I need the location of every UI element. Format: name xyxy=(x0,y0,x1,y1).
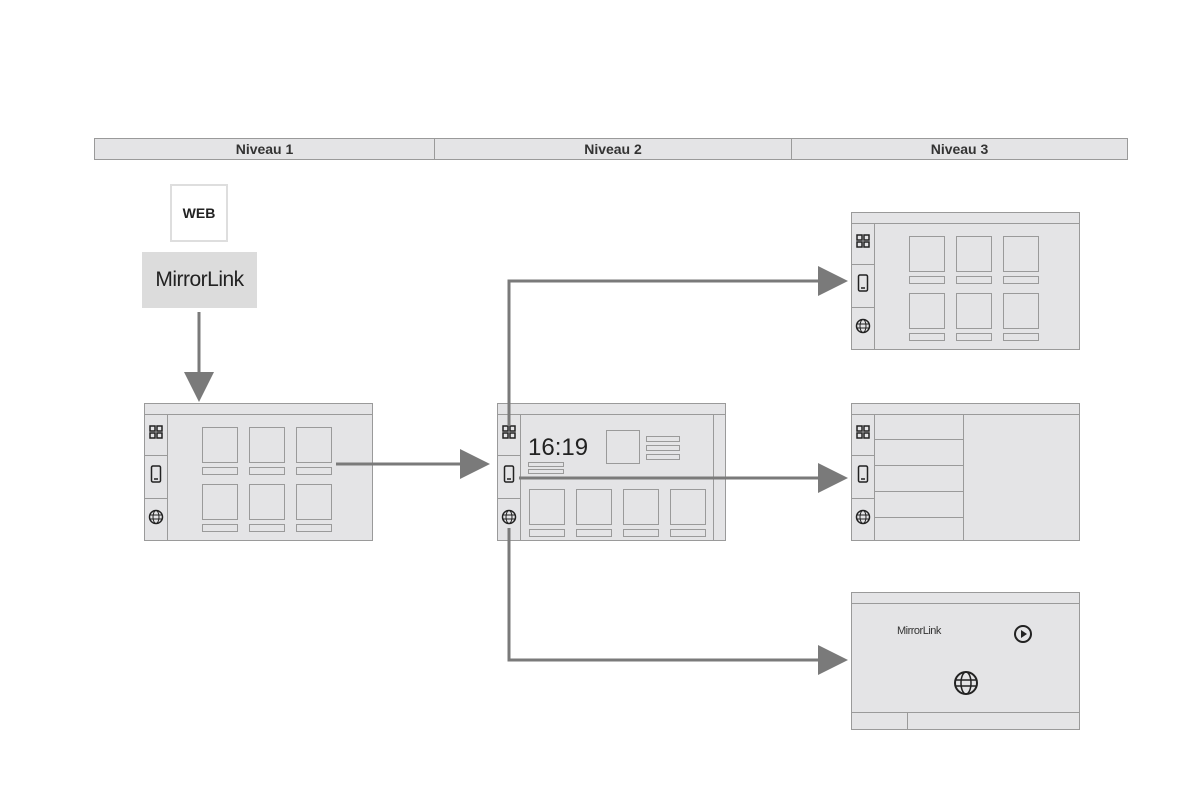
app-tile-caption xyxy=(529,529,565,537)
list-row-divider xyxy=(874,517,963,518)
sidebar-slot-phone[interactable] xyxy=(145,456,167,499)
app-tile-caption xyxy=(909,276,945,284)
level3-list-screen[interactable] xyxy=(851,403,1080,541)
app-tile[interactable] xyxy=(956,236,992,272)
screen-topbar xyxy=(498,404,725,415)
phone-icon[interactable] xyxy=(503,465,515,488)
header-level-3: Niveau 3 xyxy=(930,141,989,157)
globe-icon[interactable] xyxy=(501,509,517,530)
play-circle-icon[interactable] xyxy=(1012,623,1034,650)
screen-sidebar xyxy=(145,414,168,540)
app-tile-caption xyxy=(249,524,285,532)
media-thumbnail xyxy=(606,430,640,464)
app-tile[interactable] xyxy=(202,484,238,520)
app-tile[interactable] xyxy=(296,484,332,520)
list-row-divider xyxy=(874,465,963,466)
list-divider xyxy=(963,414,964,540)
list-row-divider xyxy=(874,439,963,440)
app-tile[interactable] xyxy=(623,489,659,525)
app-tile[interactable] xyxy=(249,427,285,463)
app-tile[interactable] xyxy=(670,489,706,525)
media-line xyxy=(646,445,680,451)
sidebar-slot-phone[interactable] xyxy=(852,456,874,499)
app-tile[interactable] xyxy=(576,489,612,525)
app-tile-caption xyxy=(576,529,612,537)
mirrorlink-logo: MirrorLink xyxy=(155,268,244,291)
screen-topbar xyxy=(852,404,1079,415)
level-header: Niveau 1 Niveau 2 Niveau 3 xyxy=(94,138,1128,160)
app-tile-caption xyxy=(202,524,238,532)
app-tile-caption xyxy=(296,524,332,532)
screen-sidebar xyxy=(852,223,875,349)
phone-icon[interactable] xyxy=(857,465,869,488)
bottom-bar-divider xyxy=(852,712,1079,713)
sidebar-slot-apps[interactable] xyxy=(852,414,874,457)
screen-topbar xyxy=(145,404,372,415)
app-tile-caption xyxy=(296,467,332,475)
app-tile[interactable] xyxy=(1003,293,1039,329)
panel-divider xyxy=(713,414,714,540)
app-tile[interactable] xyxy=(202,427,238,463)
sidebar-slot-apps[interactable] xyxy=(852,223,874,266)
app-tile[interactable] xyxy=(956,293,992,329)
clock-subline xyxy=(528,469,564,474)
phone-icon[interactable] xyxy=(857,274,869,297)
list-row-divider xyxy=(874,491,963,492)
globe-icon[interactable] xyxy=(952,669,980,702)
sidebar-slot-web[interactable] xyxy=(498,499,520,540)
arrow-web-to-level3 xyxy=(507,528,848,675)
header-level-1: Niveau 1 xyxy=(95,139,435,159)
mirrorlink-badge[interactable]: MirrorLink xyxy=(142,252,257,308)
app-tile-caption xyxy=(1003,276,1039,284)
mirrorlink-logo[interactable]: MirrorLink xyxy=(897,625,941,637)
sidebar-slot-apps[interactable] xyxy=(145,414,167,457)
web-badge[interactable]: WEB xyxy=(170,184,228,242)
sidebar-slot-web[interactable] xyxy=(852,499,874,540)
app-tile[interactable] xyxy=(909,293,945,329)
app-tile-caption xyxy=(623,529,659,537)
web-label: WEB xyxy=(182,205,216,221)
sidebar-slot-web[interactable] xyxy=(852,308,874,349)
app-tile[interactable] xyxy=(529,489,565,525)
screen-sidebar xyxy=(852,414,875,540)
app-tile[interactable] xyxy=(1003,236,1039,272)
level2-screen[interactable]: 16:19 xyxy=(497,403,726,541)
sidebar-slot-apps[interactable] xyxy=(498,414,520,457)
media-line xyxy=(646,436,680,442)
level3-mirrorlink-screen[interactable]: MirrorLink xyxy=(851,592,1080,730)
screen-sidebar xyxy=(498,414,521,540)
phone-icon[interactable] xyxy=(150,465,162,488)
app-tile-caption xyxy=(202,467,238,475)
clock: 16:19 xyxy=(528,434,589,461)
sidebar-slot-web[interactable] xyxy=(145,499,167,540)
grid-icon[interactable] xyxy=(856,425,870,444)
globe-icon[interactable] xyxy=(855,509,871,530)
globe-icon[interactable] xyxy=(855,318,871,339)
app-tile-caption xyxy=(956,333,992,341)
media-line xyxy=(646,454,680,460)
header-level-2: Niveau 2 xyxy=(435,139,792,159)
app-tile-caption xyxy=(249,467,285,475)
screen-topbar xyxy=(852,213,1079,224)
app-tile[interactable] xyxy=(909,236,945,272)
app-tile-caption xyxy=(670,529,706,537)
grid-icon[interactable] xyxy=(856,234,870,253)
grid-icon[interactable] xyxy=(149,425,163,444)
app-tile-caption xyxy=(909,333,945,341)
level3-apps-screen[interactable] xyxy=(851,212,1080,350)
clock-subline xyxy=(528,462,564,467)
sidebar-slot-phone[interactable] xyxy=(852,265,874,308)
app-tile-caption xyxy=(1003,333,1039,341)
screen-topbar xyxy=(852,593,1079,604)
app-tile[interactable] xyxy=(296,427,332,463)
app-tile-caption xyxy=(956,276,992,284)
app-tile[interactable] xyxy=(249,484,285,520)
sidebar-slot-phone[interactable] xyxy=(498,456,520,499)
level1-screen[interactable] xyxy=(144,403,373,541)
bottom-bar-split xyxy=(907,712,908,729)
globe-icon[interactable] xyxy=(148,509,164,530)
grid-icon[interactable] xyxy=(502,425,516,444)
